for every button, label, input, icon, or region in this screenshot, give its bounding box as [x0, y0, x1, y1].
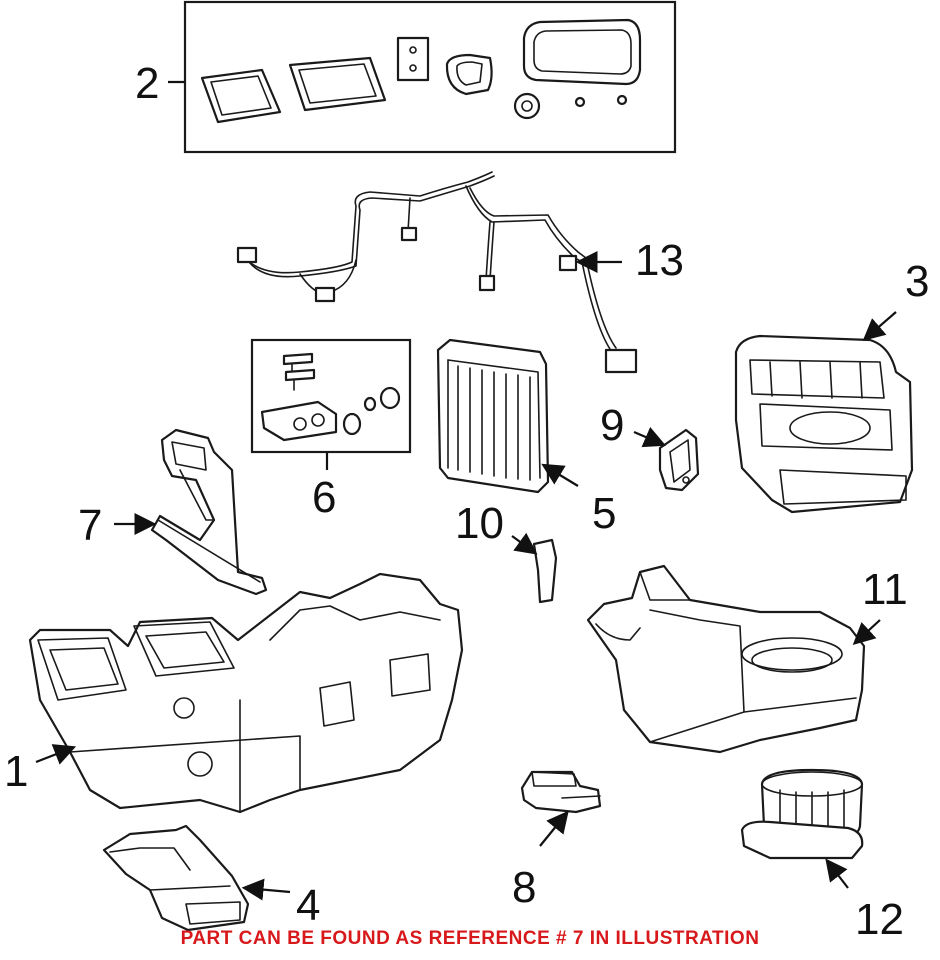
- callout-3: 3: [905, 257, 929, 306]
- part-6-expansion-valve-kit: [250, 338, 412, 454]
- callout-4: 4: [296, 881, 320, 930]
- part-10-seal: [532, 538, 558, 604]
- callout-11: 11: [862, 565, 908, 614]
- part-1-hvac-housing: [28, 572, 464, 814]
- part-5-evaporator-core: [436, 338, 550, 494]
- part-11-lower-housing: [586, 564, 866, 754]
- part-7-air-duct: [150, 428, 268, 596]
- callout-7: 7: [78, 501, 102, 550]
- part-13-wiring-harness: [236, 171, 638, 374]
- part-2-seal-kit: [183, 0, 677, 154]
- part-4-floor-duct: [102, 824, 250, 932]
- callout-10: 10: [455, 499, 504, 548]
- part-9-actuator: [658, 428, 700, 492]
- part-12-blower-motor: [740, 768, 864, 860]
- callout-13: 13: [635, 236, 684, 285]
- callout-5: 5: [592, 489, 616, 538]
- callout-12: 12: [855, 895, 904, 944]
- callout-8: 8: [512, 863, 536, 912]
- callout-9: 9: [600, 401, 624, 450]
- reference-note: PART CAN BE FOUND AS REFERENCE # 7 IN IL…: [180, 928, 760, 949]
- part-8-blower-resistor: [520, 770, 602, 814]
- part-3-blower-housing: [734, 334, 914, 514]
- callout-6: 6: [312, 473, 336, 522]
- callout-1: 1: [4, 747, 28, 796]
- callout-2: 2: [135, 59, 159, 108]
